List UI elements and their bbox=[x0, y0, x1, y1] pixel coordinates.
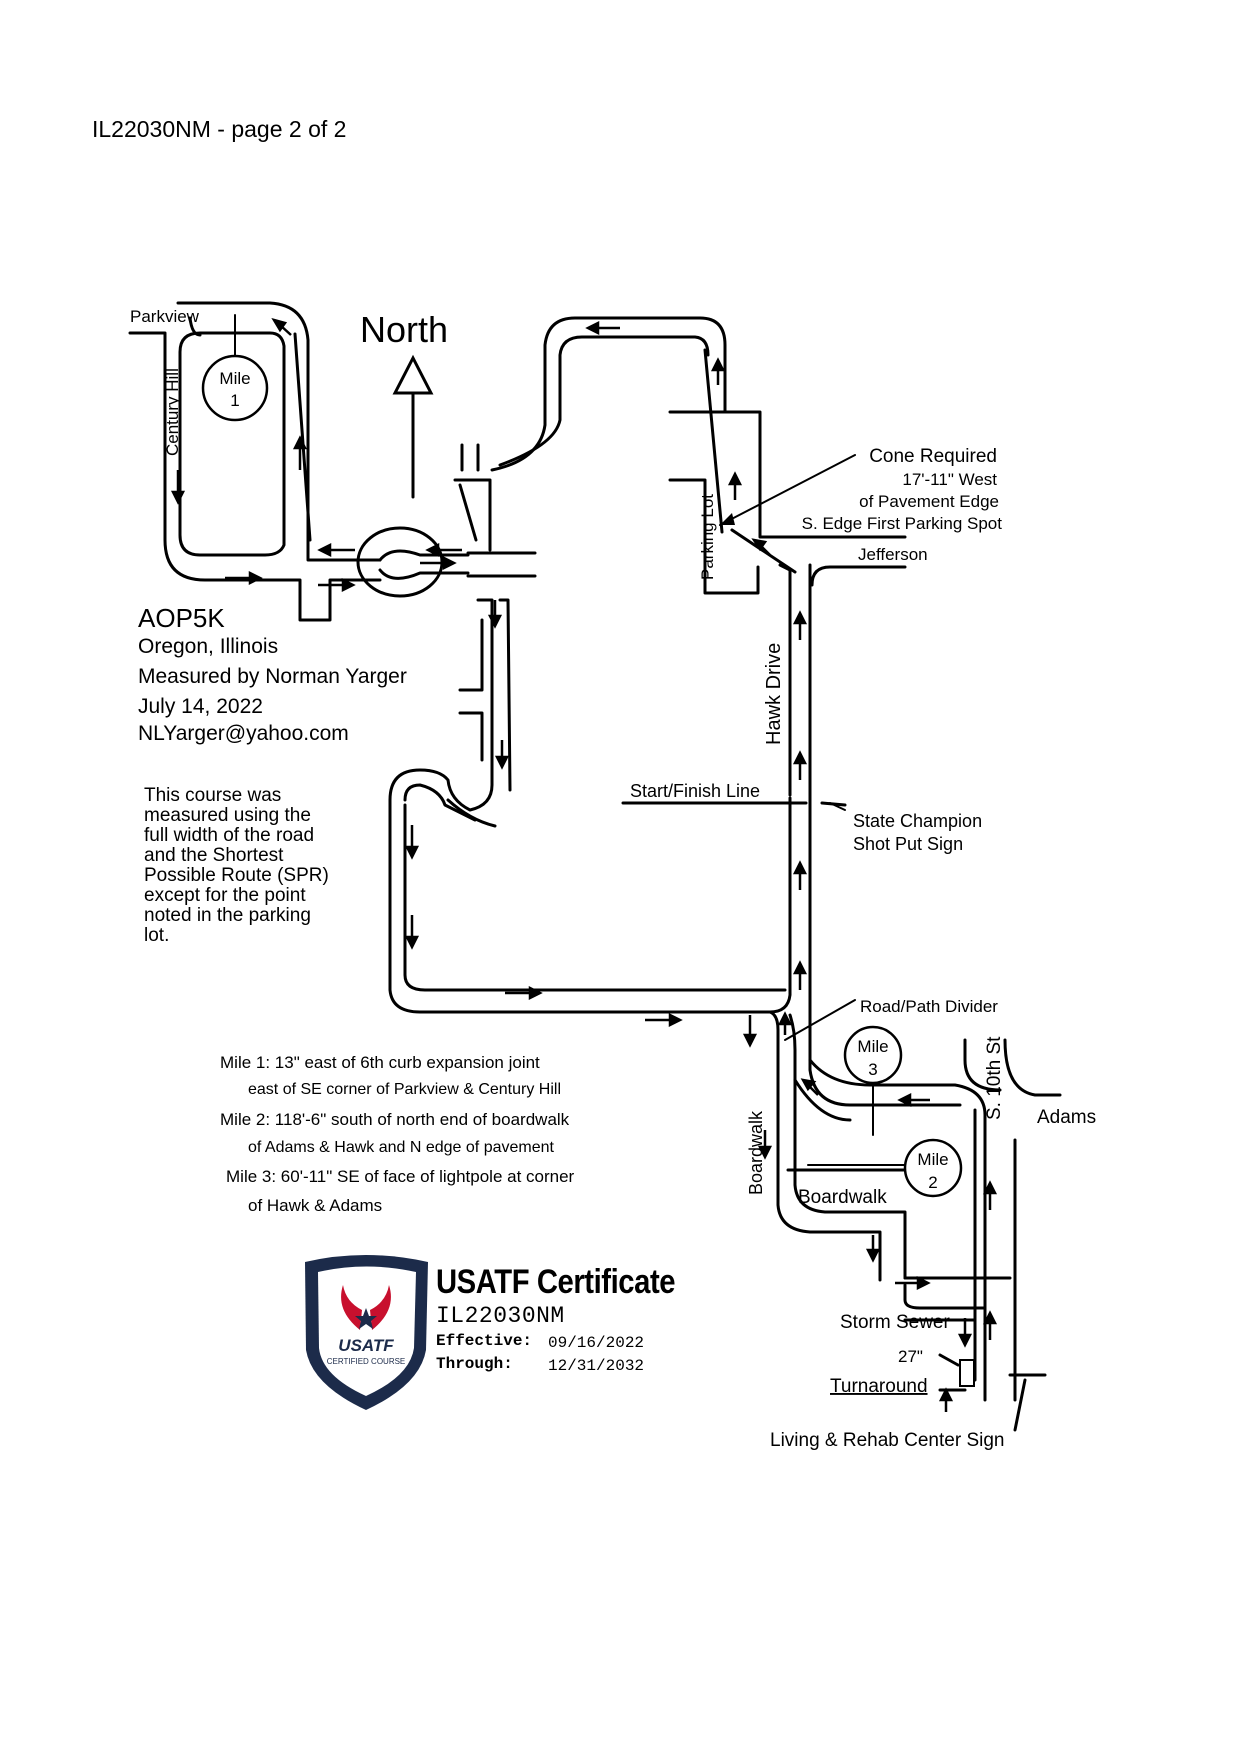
street-hawk-drive: Hawk Drive bbox=[763, 643, 785, 745]
roundabout bbox=[356, 443, 537, 598]
cone-note-4: S. Edge First Parking Spot bbox=[802, 514, 1003, 533]
road-path-divider-label: Road/Path Divider bbox=[860, 997, 998, 1016]
certificate-title: USATF Certificate bbox=[436, 1263, 676, 1301]
return-path bbox=[388, 598, 787, 1014]
mile-1-desc: Mile 1: 13" east of 6th curb expansion j… bbox=[220, 1053, 540, 1072]
boardwalk-path bbox=[768, 1010, 907, 1282]
course-date: July 14, 2022 bbox=[138, 695, 263, 718]
street-boardwalk-vertical: Boardwalk bbox=[746, 1110, 766, 1195]
usatf-badge-icon: USATF CERTIFIED COURSE bbox=[305, 1255, 428, 1410]
street-century-hill: Century Hill bbox=[163, 368, 182, 456]
cone-note-3: of Pavement Edge bbox=[859, 492, 999, 511]
mile-3-desc: Mile 3: 60'-11" SE of face of lightpole … bbox=[226, 1167, 575, 1186]
certificate-effective-date: 09/16/2022 bbox=[548, 1334, 645, 1352]
svg-text:2: 2 bbox=[928, 1173, 937, 1192]
distance-27-label: 27" bbox=[898, 1347, 923, 1366]
mile-2-desc-2: of Adams & Hawk and N edge of pavement bbox=[248, 1139, 554, 1156]
hawk-drive bbox=[768, 563, 962, 1107]
mile-2-marker: Mile 2 bbox=[807, 1138, 963, 1198]
turnaround-area bbox=[903, 1283, 1047, 1432]
storm-sewer-label: Storm Sewer bbox=[840, 1312, 950, 1333]
mile-1-desc-2: east of SE corner of Parkview & Century … bbox=[248, 1081, 562, 1098]
street-parkview: Parkview bbox=[130, 307, 200, 326]
north-parking-loop bbox=[490, 316, 907, 595]
course-location: Oregon, Illinois bbox=[138, 635, 279, 658]
mile-2-desc: Mile 2: 118'-6" south of north end of bo… bbox=[220, 1110, 570, 1129]
svg-text:3: 3 bbox=[868, 1060, 877, 1079]
direction-arrows bbox=[170, 317, 998, 1412]
street-s10th: S. 10th St bbox=[984, 1036, 1005, 1120]
adams-s10th bbox=[808, 1038, 1062, 1402]
cone-pointer bbox=[719, 454, 856, 526]
svg-text:CERTIFIED COURSE: CERTIFIED COURSE bbox=[327, 1357, 406, 1366]
north-label: North bbox=[360, 309, 448, 350]
certificate-through-date: 12/31/2032 bbox=[548, 1357, 645, 1375]
street-adams: Adams bbox=[1037, 1107, 1096, 1128]
north-arrow bbox=[392, 354, 434, 499]
certificate-number: IL22030NM bbox=[436, 1303, 565, 1329]
certificate-through-label: Through: bbox=[436, 1355, 513, 1373]
course-measured-by: Measured by Norman Yarger bbox=[138, 665, 407, 688]
svg-text:Mile: Mile bbox=[219, 369, 250, 388]
svg-text:Mile: Mile bbox=[857, 1037, 888, 1056]
cone-note-2: 17'-11" West bbox=[902, 470, 997, 489]
page-header: IL22030NM - page 2 of 2 bbox=[92, 116, 347, 142]
parkview-loop bbox=[128, 301, 382, 622]
street-boardwalk-horizontal: Boardwalk bbox=[798, 1187, 887, 1208]
turnaround-label: Turnaround bbox=[830, 1376, 928, 1397]
course-name: AOP5K bbox=[138, 603, 225, 633]
mile-3-marker: Mile 3 bbox=[843, 1025, 903, 1136]
svg-text:1: 1 bbox=[230, 391, 239, 410]
measurement-note: This course was measured using the full … bbox=[144, 785, 329, 946]
certificate-effective-label: Effective: bbox=[436, 1332, 533, 1350]
course-email: NLYarger@yahoo.com bbox=[138, 722, 349, 745]
street-jefferson: Jefferson bbox=[858, 545, 928, 564]
living-rehab-label: Living & Rehab Center Sign bbox=[770, 1430, 1004, 1451]
mile-1-marker: Mile 1 bbox=[201, 314, 269, 422]
shot-put-label-2: Shot Put Sign bbox=[853, 834, 963, 854]
shot-put-label-1: State Champion bbox=[853, 811, 982, 831]
street-parking-lot: Parking Lot bbox=[698, 494, 717, 580]
svg-text:USATF: USATF bbox=[338, 1336, 394, 1355]
cone-note-1: Cone Required bbox=[869, 446, 997, 467]
start-finish-label: Start/Finish Line bbox=[630, 781, 760, 801]
mile-3-desc-2: of Hawk & Adams bbox=[248, 1196, 383, 1215]
svg-text:Mile: Mile bbox=[917, 1150, 948, 1169]
